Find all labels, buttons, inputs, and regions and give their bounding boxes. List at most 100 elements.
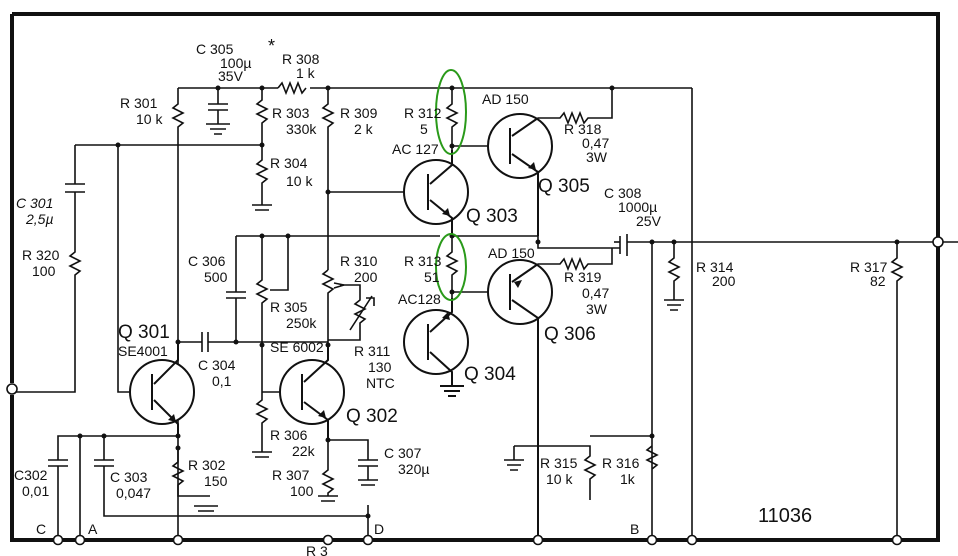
c306-ref: C 306: [188, 253, 226, 269]
r320-ref: R 320: [22, 247, 60, 263]
r305-c306-network: [226, 233, 440, 458]
r310-v1: 200: [354, 269, 378, 285]
c308-v1: 1000µ: [618, 199, 657, 215]
c305-v1: 100µ: [220, 55, 251, 71]
terminal-c-label: C: [36, 521, 46, 537]
drawing-number: 11036: [758, 505, 812, 527]
c308-v2: 25V: [636, 213, 662, 229]
r318-v1: 0,47: [582, 135, 609, 151]
r303-r304-chain: [75, 88, 272, 211]
q304-type: AC128: [398, 291, 441, 307]
q304-transistor: [403, 298, 469, 397]
c303-ref: C 303: [110, 469, 148, 485]
r301-resistor: [171, 88, 185, 540]
q305-transistor: [487, 88, 613, 236]
r313-ref: R 313: [404, 253, 442, 269]
q302-type: SE 6002: [270, 339, 324, 355]
output-network: [452, 88, 958, 540]
r301-ref: R 301: [120, 95, 158, 111]
c301-ref: C 301: [16, 195, 53, 211]
r319-v1: 0,47: [582, 285, 609, 301]
r316-ref: R 316: [602, 455, 640, 471]
r305-v1: 250k: [286, 315, 317, 331]
r3-ref: R 3: [306, 543, 328, 556]
r313-highlight: [435, 233, 467, 301]
r309-bias-chain: [321, 88, 440, 345]
q305-type: AD 150: [482, 91, 529, 107]
q303-transistor: [403, 150, 469, 236]
c302-c303-r302-network: [48, 433, 371, 540]
r307-v1: 100: [290, 483, 314, 499]
r310-ref: R 310: [340, 253, 378, 269]
q306-ref: Q 306: [544, 324, 596, 345]
r313-v1: 51: [424, 269, 440, 285]
r312-ref: R 312: [404, 105, 442, 121]
r319-v2: 3W: [586, 301, 608, 317]
c301-r320-branch: [12, 145, 85, 393]
c304-ref: C 304: [198, 357, 236, 373]
c303-v1: 0,047: [116, 485, 151, 501]
c307-ref: C 307: [384, 445, 422, 461]
terminal-d-label: D: [374, 521, 384, 537]
r311-v2: NTC: [366, 375, 395, 391]
q302-ref: Q 302: [346, 406, 398, 427]
r305-ref: R 305: [270, 299, 308, 315]
c301-v1: 2,5µ: [25, 211, 54, 227]
top-rail: [178, 80, 692, 96]
c302-ref: C302: [14, 467, 48, 483]
c305-v2: 35V: [218, 68, 244, 84]
q306-type: AD 150: [488, 245, 535, 261]
r307-ref: R 307: [272, 467, 310, 483]
r303-ref: R 303: [272, 105, 310, 121]
r304-ref: R 304: [270, 155, 308, 171]
r302-ref: R 302: [188, 457, 226, 473]
q301-transistor: [117, 145, 195, 439]
r317-v1: 82: [870, 273, 886, 289]
q301-type: SE4001: [118, 343, 168, 359]
r303-v1: 330k: [286, 121, 317, 137]
r315-ref: R 315: [540, 455, 578, 471]
q303-type: AC 127: [392, 141, 439, 157]
terminal-b-label: B: [630, 521, 639, 537]
q303-ref: Q 303: [466, 206, 518, 227]
q301-ref: Q 301: [118, 322, 170, 343]
r312-v1: 5: [420, 121, 428, 137]
r318-v2: 3W: [586, 149, 608, 165]
r312-resistor: [445, 88, 490, 150]
r316-v1: 1k: [620, 471, 636, 487]
r317-ref: R 317: [850, 259, 888, 275]
c302-v1: 0,01: [22, 483, 49, 499]
r301-v1: 10 k: [136, 111, 163, 127]
r319-ref: R 319: [564, 269, 602, 285]
r311-v1: 130: [368, 359, 392, 375]
r308-v1: 1 k: [296, 65, 316, 81]
c308-ref: C 308: [604, 185, 642, 201]
r318-ref: R 318: [564, 121, 602, 137]
q306-transistor: [487, 248, 613, 540]
c307-v1: 320µ: [398, 461, 429, 477]
r302-v1: 150: [204, 473, 228, 489]
r315-r316-network: [504, 433, 659, 500]
r312-highlight: [435, 69, 467, 155]
q305-ref: Q 305: [538, 176, 590, 197]
c305-ref: C 305: [196, 41, 234, 57]
r314-v1: 200: [712, 273, 736, 289]
r304-v1: 10 k: [286, 173, 313, 189]
bottom-terminals: [6, 383, 903, 546]
c306-v1: 500: [204, 269, 228, 285]
r309-v1: 2 k: [354, 121, 374, 137]
c304-v1: 0,1: [212, 373, 232, 389]
terminal-a-label: A: [88, 521, 98, 537]
r306-v1: 22k: [292, 443, 316, 459]
r309-ref: R 309: [340, 105, 378, 121]
r306-ref: R 306: [270, 427, 308, 443]
r320-v1: 100: [32, 263, 56, 279]
r308-ref: R 308: [282, 51, 320, 67]
board-frame: [10, 12, 940, 542]
q304-ref: Q 304: [464, 364, 516, 385]
r313-resistor: [445, 233, 490, 298]
c305-capacitor: [206, 88, 230, 135]
r308-mark: *: [268, 36, 275, 56]
r314-ref: R 314: [696, 259, 734, 275]
